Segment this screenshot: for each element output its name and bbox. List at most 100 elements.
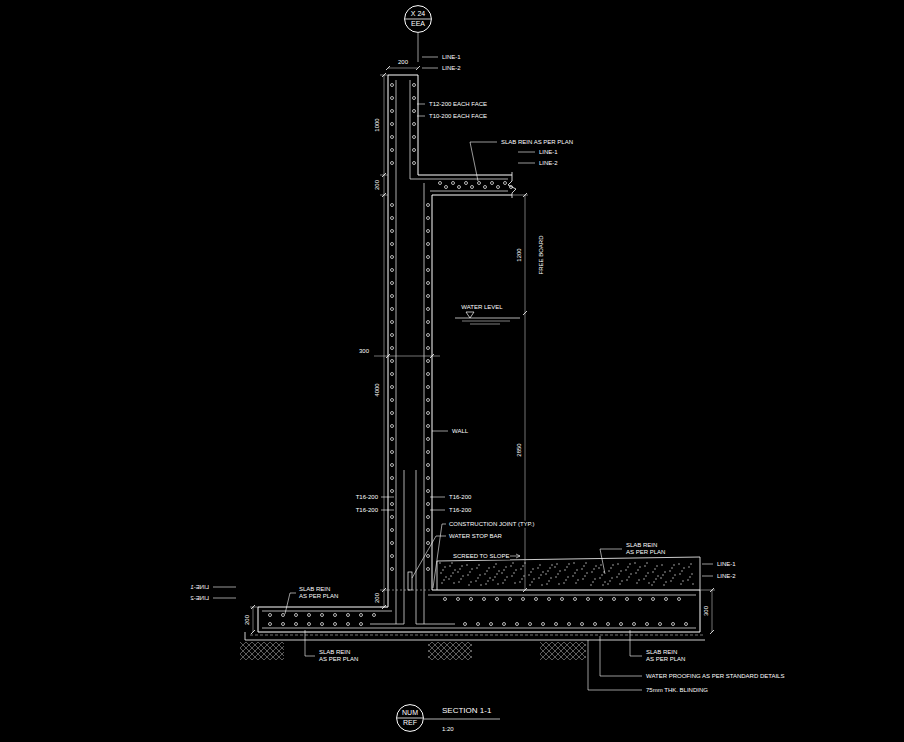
rebar-dot — [308, 623, 311, 626]
rebar-dot — [439, 182, 442, 185]
rebar-dot — [334, 623, 337, 626]
rebar-line — [428, 595, 696, 596]
screed-dot — [618, 573, 619, 574]
dimension-tick — [710, 588, 714, 592]
screed-dot — [460, 578, 461, 579]
title-marker: NUMREF — [396, 704, 424, 732]
rebar-dot — [427, 568, 430, 571]
screed-dot — [557, 573, 558, 574]
screed-dot — [598, 567, 599, 568]
screed-dot — [537, 567, 538, 568]
dimension-tick — [382, 605, 386, 609]
screed-dot — [608, 570, 609, 571]
screed-dot — [665, 581, 666, 582]
screed-dot — [529, 584, 530, 585]
level-tag: LINE-2 — [716, 573, 737, 580]
rebar-dot — [465, 182, 468, 185]
screed-dot — [653, 581, 654, 582]
screed-dot — [476, 567, 477, 568]
rebar-dot — [391, 217, 394, 220]
blinding-line — [245, 640, 705, 641]
screed-dot — [661, 564, 662, 565]
extension-line — [250, 607, 258, 608]
rebar-dot — [427, 516, 430, 519]
leader-line — [588, 640, 642, 690]
screed-dot — [566, 566, 567, 567]
screed-dot — [484, 573, 485, 574]
water-stop-bar — [408, 572, 412, 590]
bubble-divider — [397, 718, 423, 719]
screed-dot — [454, 569, 455, 570]
rebar-dot — [360, 623, 363, 626]
rebar-note: T16-200 — [448, 494, 472, 501]
rebar-dot — [483, 598, 486, 601]
leader-line — [600, 549, 622, 574]
dimension-text: 300 — [358, 348, 370, 355]
rebar-dot — [427, 464, 430, 467]
screed-dot — [568, 563, 569, 564]
blinding-end — [245, 632, 246, 640]
screed-dot — [604, 581, 605, 582]
rebar-dot — [347, 614, 350, 617]
screed-dot — [514, 582, 515, 583]
rebar-dot — [427, 321, 430, 324]
screed-dot — [461, 565, 462, 566]
rebar-dot — [391, 451, 394, 454]
leader-line — [285, 593, 296, 614]
rebar-note: T10-200 EACH FACE — [428, 113, 488, 120]
rebar-dot — [529, 623, 532, 626]
screed-dot — [594, 578, 595, 579]
screed-dot — [671, 567, 672, 568]
rebar-dot — [391, 256, 394, 259]
screed-dot — [669, 570, 670, 571]
level-marker-line — [702, 576, 713, 577]
rebar-note: SLAB REIN AS PER PLAN — [318, 649, 360, 662]
bubble-circle — [405, 6, 432, 33]
rebar-note: T16-200 — [448, 507, 472, 514]
rebar-dot — [444, 598, 447, 601]
marker-text: X 24 — [411, 10, 425, 18]
rebar-dot — [334, 614, 337, 617]
rebar-dot — [652, 598, 655, 601]
rebar-dot — [613, 598, 616, 601]
screed-dot — [609, 580, 610, 581]
screed-dot — [466, 564, 467, 565]
rebar-dot — [427, 360, 430, 363]
dimension-text: 300 — [703, 605, 710, 617]
screed-dot — [627, 566, 628, 567]
screed-dot — [530, 571, 531, 572]
rebar-note: SLAB REIN AS PER PLAN — [298, 586, 340, 599]
dimension-text: 2850 — [516, 442, 523, 457]
rebar-dot — [633, 623, 636, 626]
level-marker-line — [213, 587, 236, 588]
screed-dot — [547, 570, 548, 571]
rebar-dot — [391, 308, 394, 311]
screed-dot — [572, 575, 573, 576]
rebar-dot — [391, 503, 394, 506]
rebar-dot — [413, 123, 416, 126]
rebar-dot — [413, 149, 416, 152]
rebar-dot — [308, 614, 311, 617]
screed-dot — [498, 570, 499, 571]
dimension-text: 200 — [374, 592, 381, 604]
callout-note: WALL — [451, 428, 469, 435]
screed-dot — [599, 577, 600, 578]
leader-line — [432, 431, 448, 432]
wall-top — [388, 75, 418, 76]
section-title: SECTION 1-1 — [441, 707, 492, 716]
screed-dot — [563, 582, 564, 583]
rebar-dot — [391, 464, 394, 467]
screed-dot — [450, 575, 451, 576]
reinforcement — [262, 80, 696, 628]
roof-slab-top — [418, 75, 512, 175]
screed-dot — [583, 565, 584, 566]
rebar-dot — [427, 477, 430, 480]
rebar-dot — [516, 623, 519, 626]
rebar-dot — [568, 623, 571, 626]
leaders — [213, 33, 713, 719]
screed-dot — [478, 564, 479, 565]
rebar-dot — [391, 399, 394, 402]
rebar-dot — [391, 136, 394, 139]
rebar-dot — [391, 360, 394, 363]
wall-inner-face — [432, 195, 512, 590]
